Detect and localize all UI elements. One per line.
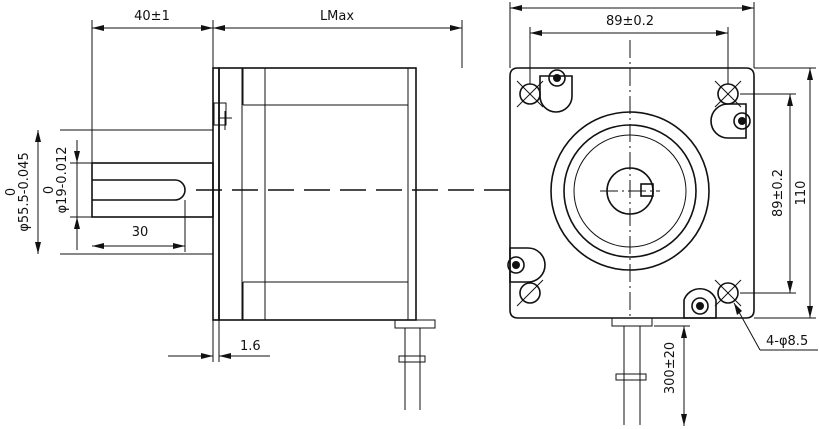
mounting-hole-top-left: [516, 80, 544, 108]
mounting-hole-bottom-left: [516, 279, 544, 307]
mounting-hole-bottom-right: [714, 279, 742, 307]
front-view-dimensions: 89±0.2 89±0.2 110 4-φ8.5 300±20: [509, 2, 818, 426]
lead-length-label: 300±20: [663, 342, 678, 394]
body-length-label: LMax: [320, 9, 354, 24]
flange-size-label: 110: [794, 181, 809, 206]
screw-boss-bottom: [683, 288, 717, 319]
lead-grommet: [394, 319, 436, 329]
key: [640, 183, 654, 197]
pilot-diameter-label: φ55.5-0.045: [17, 152, 32, 231]
shaft-diameter-label: φ19-0.012: [55, 146, 70, 213]
flange-outline: [509, 67, 755, 319]
front-lead-grommet: [611, 317, 653, 327]
screw-boss-right: [710, 103, 751, 139]
front-view: [507, 40, 755, 425]
shaft-length-label: 40±1: [134, 9, 170, 24]
screw-boss-left: [507, 247, 546, 283]
shaft: [91, 162, 214, 218]
shaft-diameter-upper-label: 0: [42, 186, 57, 194]
mounting-hole-top-right: [714, 80, 742, 108]
side-view: [60, 67, 513, 410]
bolt-spacing-vertical-label: 89±0.2: [771, 169, 786, 217]
pilot-diameter-upper-label: 0: [4, 188, 19, 196]
flange-thickness-label: 1.6: [240, 339, 261, 354]
key-length-label: 30: [132, 225, 149, 240]
mounting-holes-label: 4-φ8.5: [766, 334, 808, 349]
motor-body: [218, 67, 417, 321]
side-view-dimensions: 40±1 LMax 30 0 φ55.5-0.045 0 φ19-0.012 1…: [4, 9, 463, 362]
keyway: [92, 179, 186, 201]
bolt-spacing-horizontal-label: 89±0.2: [606, 14, 654, 29]
screw-boss-top: [539, 69, 573, 113]
flange-tab: [213, 102, 227, 126]
